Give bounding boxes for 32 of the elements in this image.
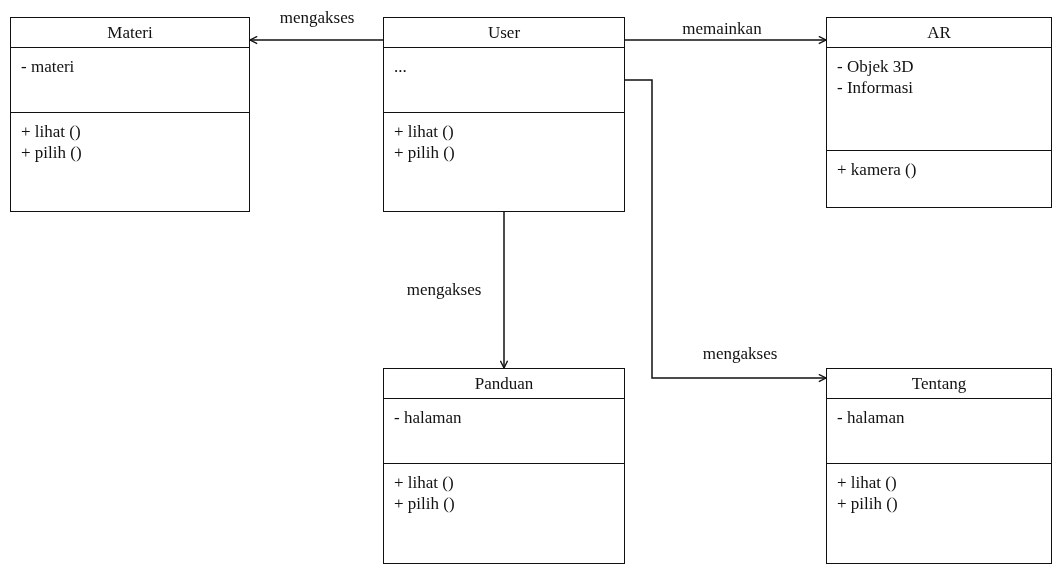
edge-label: mengakses (700, 344, 780, 364)
arrow (249, 35, 384, 45)
attribute: ... (394, 56, 408, 77)
attribute: - Objek 3D (837, 56, 915, 77)
class-box (10, 17, 250, 212)
attribute: - materi (21, 56, 76, 77)
method: + lihat () (394, 121, 455, 142)
method: + lihat () (394, 472, 455, 493)
method: + pilih () (837, 493, 899, 514)
attribute: - halaman (394, 407, 463, 428)
class-name: Panduan (474, 373, 534, 394)
method: + kamera () (837, 159, 918, 180)
class-box (826, 368, 1052, 564)
class-name: Tentang (911, 373, 967, 394)
edge-label: mengakses (277, 8, 357, 28)
class-name: Materi (107, 22, 153, 43)
class-box (383, 17, 625, 212)
class-name: User (487, 22, 521, 43)
method: + lihat () (837, 472, 898, 493)
arrow (499, 211, 509, 369)
method: + pilih () (394, 493, 456, 514)
method: + lihat () (21, 121, 82, 142)
class-box (383, 368, 625, 564)
method: + pilih () (21, 142, 83, 163)
edge-label: mengakses (404, 280, 484, 300)
attribute: - Informasi (837, 77, 914, 98)
class-box (826, 17, 1052, 208)
method: + pilih () (394, 142, 456, 163)
arrow (624, 35, 827, 45)
arrow (624, 79, 827, 383)
attribute: - halaman (837, 407, 906, 428)
class-name: AR (927, 22, 951, 43)
